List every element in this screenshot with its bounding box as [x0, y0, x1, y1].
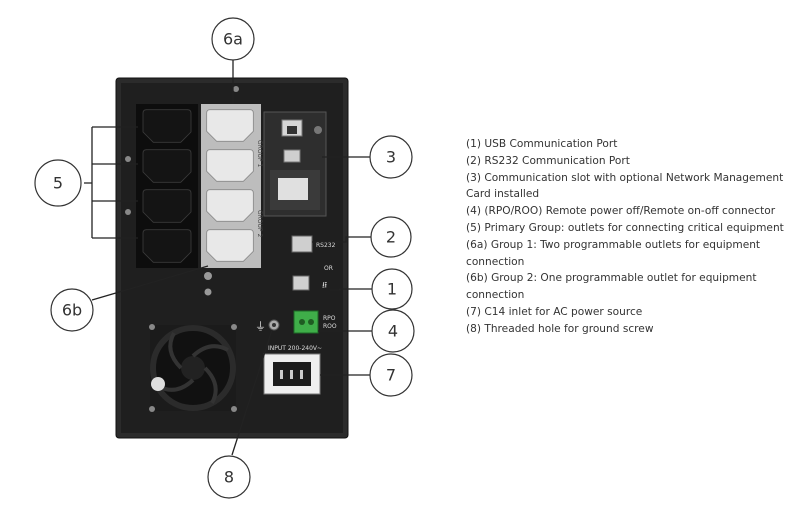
group1-outlet: [206, 149, 254, 182]
roo-label: ROO: [323, 323, 337, 330]
legend: (1) USB Communication Port (2) RS232 Com…: [466, 136, 796, 338]
screw: [149, 324, 155, 330]
ground-icon: ⏚: [255, 320, 266, 333]
card-usb-port: [283, 149, 301, 163]
group2-label: GROUP 2: [256, 210, 263, 237]
callout-7: 7: [386, 366, 396, 385]
input-label: INPUT 200-240V~: [268, 345, 322, 352]
screw: [233, 86, 239, 92]
rpo-terminal: [293, 310, 319, 334]
callout-5-circle: [34, 159, 82, 207]
screw: [204, 272, 212, 280]
legend-item-2: (2) RS232 Communication Port: [466, 154, 630, 167]
screw: [231, 406, 237, 412]
leader-1: [330, 288, 372, 291]
legend-item-5: (5) Primary Group: outlets for connectin…: [466, 221, 784, 234]
rs232-port: [291, 235, 313, 253]
callout-7-circle: [369, 353, 413, 397]
callout-6b-circle: [50, 288, 94, 332]
leader-8: [231, 329, 273, 456]
legend-item-1: (1) USB Communication Port: [466, 138, 618, 150]
primary-outlet: [142, 229, 192, 263]
legend-item-6a: (6a) Group 1: Two programmable outlets f…: [466, 238, 761, 268]
leader-2: [312, 236, 371, 243]
group2-outlet: [206, 189, 254, 222]
callout-8-circle: [207, 455, 251, 499]
callout-1: 1: [387, 280, 397, 299]
callout-4: 4: [388, 322, 398, 341]
group2-outlet: [206, 229, 254, 262]
primary-outlet-group: [136, 104, 198, 268]
legend-item-7: (7) C14 inlet for AC power source: [466, 305, 643, 318]
screw: [149, 406, 155, 412]
callout-5: 5: [53, 174, 63, 193]
screw: [204, 288, 212, 296]
rpo-label: RPO: [323, 315, 336, 322]
network-card: [263, 111, 327, 217]
primary-outlet: [142, 109, 192, 143]
screw: [125, 209, 131, 215]
callout-1-circle: [371, 268, 413, 310]
legend-item-3: (3) Communication slot with optional Net…: [466, 171, 784, 201]
callout-2: 2: [386, 228, 396, 247]
callout-8: 8: [224, 468, 234, 487]
primary-outlet: [142, 189, 192, 223]
callout-6a-circle: [211, 17, 255, 61]
group1-label: GROUP 1: [256, 140, 263, 167]
leader-5: [84, 126, 138, 239]
screw: [314, 126, 322, 134]
usb-port: [292, 275, 310, 291]
primary-outlet: [142, 149, 192, 183]
programmable-outlet-group: GROUP 1 GROUP 2: [201, 104, 263, 268]
callout-6a: 6a: [223, 30, 243, 49]
legend-item-4: (4) (RPO/ROO) Remote power off/Remote on…: [466, 205, 776, 218]
callout-2-circle: [370, 216, 412, 258]
screw: [125, 156, 131, 162]
callout-6b: 6b: [62, 301, 82, 320]
fan: [149, 324, 237, 412]
legend-item-8: (8) Threaded hole for ground screw: [466, 322, 654, 335]
legend-item-6b: (6b) Group 2: One programmable outlet fo…: [466, 272, 757, 302]
callout-4-circle: [371, 309, 415, 353]
rs232-label: RS232: [316, 242, 336, 249]
group1-outlet: [206, 109, 254, 142]
usb-icon: ⭿: [322, 281, 327, 290]
warning-sticker: [151, 377, 165, 391]
callout-3: 3: [386, 148, 396, 167]
screw: [231, 324, 237, 330]
or-label: OR: [324, 265, 333, 272]
callout-3-circle: [369, 135, 413, 179]
leader-6b: [91, 265, 209, 301]
